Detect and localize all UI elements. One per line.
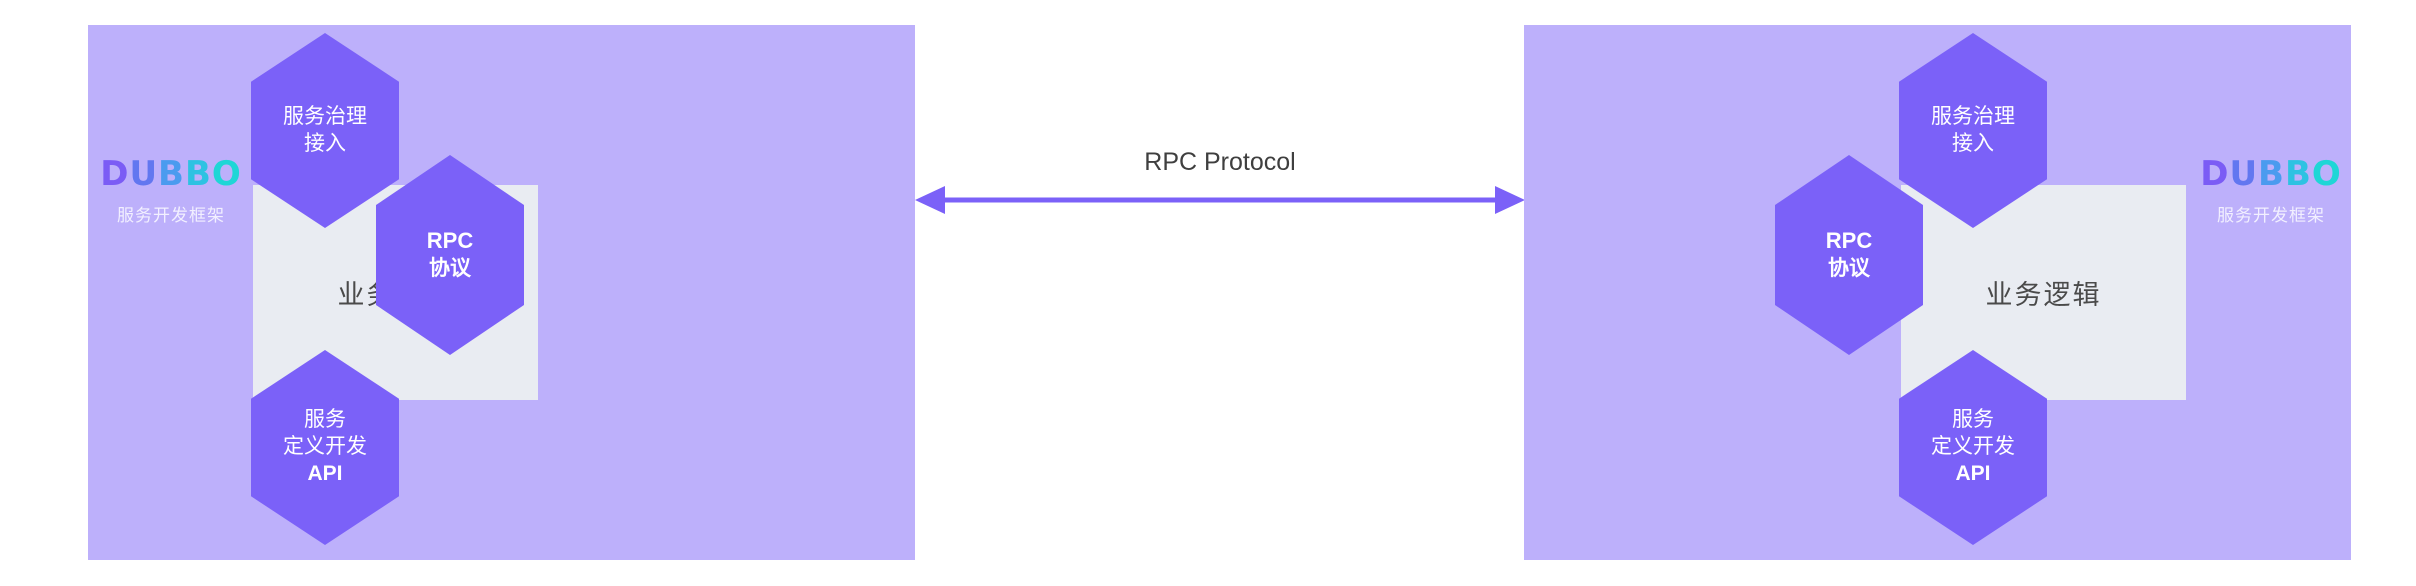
hex-gov-line-2-right: 接入 — [1952, 131, 1994, 155]
dubbo-wordmark-right: DUBBO — [2196, 157, 2346, 191]
dubbo-wordmark-left: DUBBO — [96, 157, 246, 191]
hex-rpc-line-1-left: RPC — [426, 228, 474, 254]
hex-rpc-line-2-left: 协议 — [429, 256, 471, 280]
dubbo-letter-b1-icon: B — [2258, 154, 2285, 194]
rpc-protocol-connector: RPC Protocol — [915, 140, 1525, 260]
dubbo-letter-o-icon: O — [2311, 154, 2342, 194]
hex-rpc-line-2-right: 协议 — [1828, 256, 1870, 280]
hex-api-line-3-right: API — [1955, 461, 1991, 485]
panel-right-application: 业务逻辑 服务治理 接入 RPC 协议 服务 定义开发 API DUBBO 服务… — [1524, 25, 2351, 560]
dubbo-letter-d-icon: D — [2200, 154, 2230, 194]
hex-gov-line-1-right: 服务治理 — [1931, 104, 2015, 128]
dubbo-subtitle-right: 服务开发框架 — [2217, 206, 2325, 225]
dubbo-letter-u-icon: U — [129, 154, 159, 194]
hex-api-line-2-left: 定义开发 — [283, 435, 367, 459]
dubbo-letter-b2-icon: B — [184, 154, 212, 194]
dubbo-letter-d-icon: D — [100, 154, 130, 194]
panel-left-application: 业务逻辑 服务治理 接入 RPC 协议 服务 定义开发 API DUBBO 服务… — [88, 25, 915, 560]
hex-gov-line-1-left: 服务治理 — [283, 104, 367, 128]
hex-api-line-1-left: 服务 — [304, 408, 346, 432]
hex-api-line-2-right: 定义开发 — [1931, 435, 2015, 459]
hex-api-line-3-left: API — [307, 461, 343, 485]
bidirectional-arrow-icon — [915, 186, 1525, 214]
rpc-protocol-label: RPC Protocol — [1144, 148, 1296, 176]
dubbo-logo-left: DUBBO 服务开发框架 — [96, 157, 246, 226]
dubbo-subtitle-left: 服务开发框架 — [117, 206, 225, 225]
business-logic-label-right: 业务逻辑 — [1985, 280, 2102, 310]
dubbo-letter-b1-icon: B — [158, 154, 185, 194]
hex-rpc-line-1-right: RPC — [1825, 228, 1873, 254]
dubbo-letter-b2-icon: B — [2284, 154, 2312, 194]
hex-gov-line-2-left: 接入 — [304, 131, 346, 155]
business-logic-slab-right — [1901, 185, 2186, 400]
hex-api-line-1-right: 服务 — [1952, 408, 1994, 432]
dubbo-letter-o-icon: O — [211, 154, 242, 194]
dubbo-logo-right: DUBBO 服务开发框架 — [2196, 157, 2346, 226]
dubbo-letter-u-icon: U — [2229, 154, 2259, 194]
